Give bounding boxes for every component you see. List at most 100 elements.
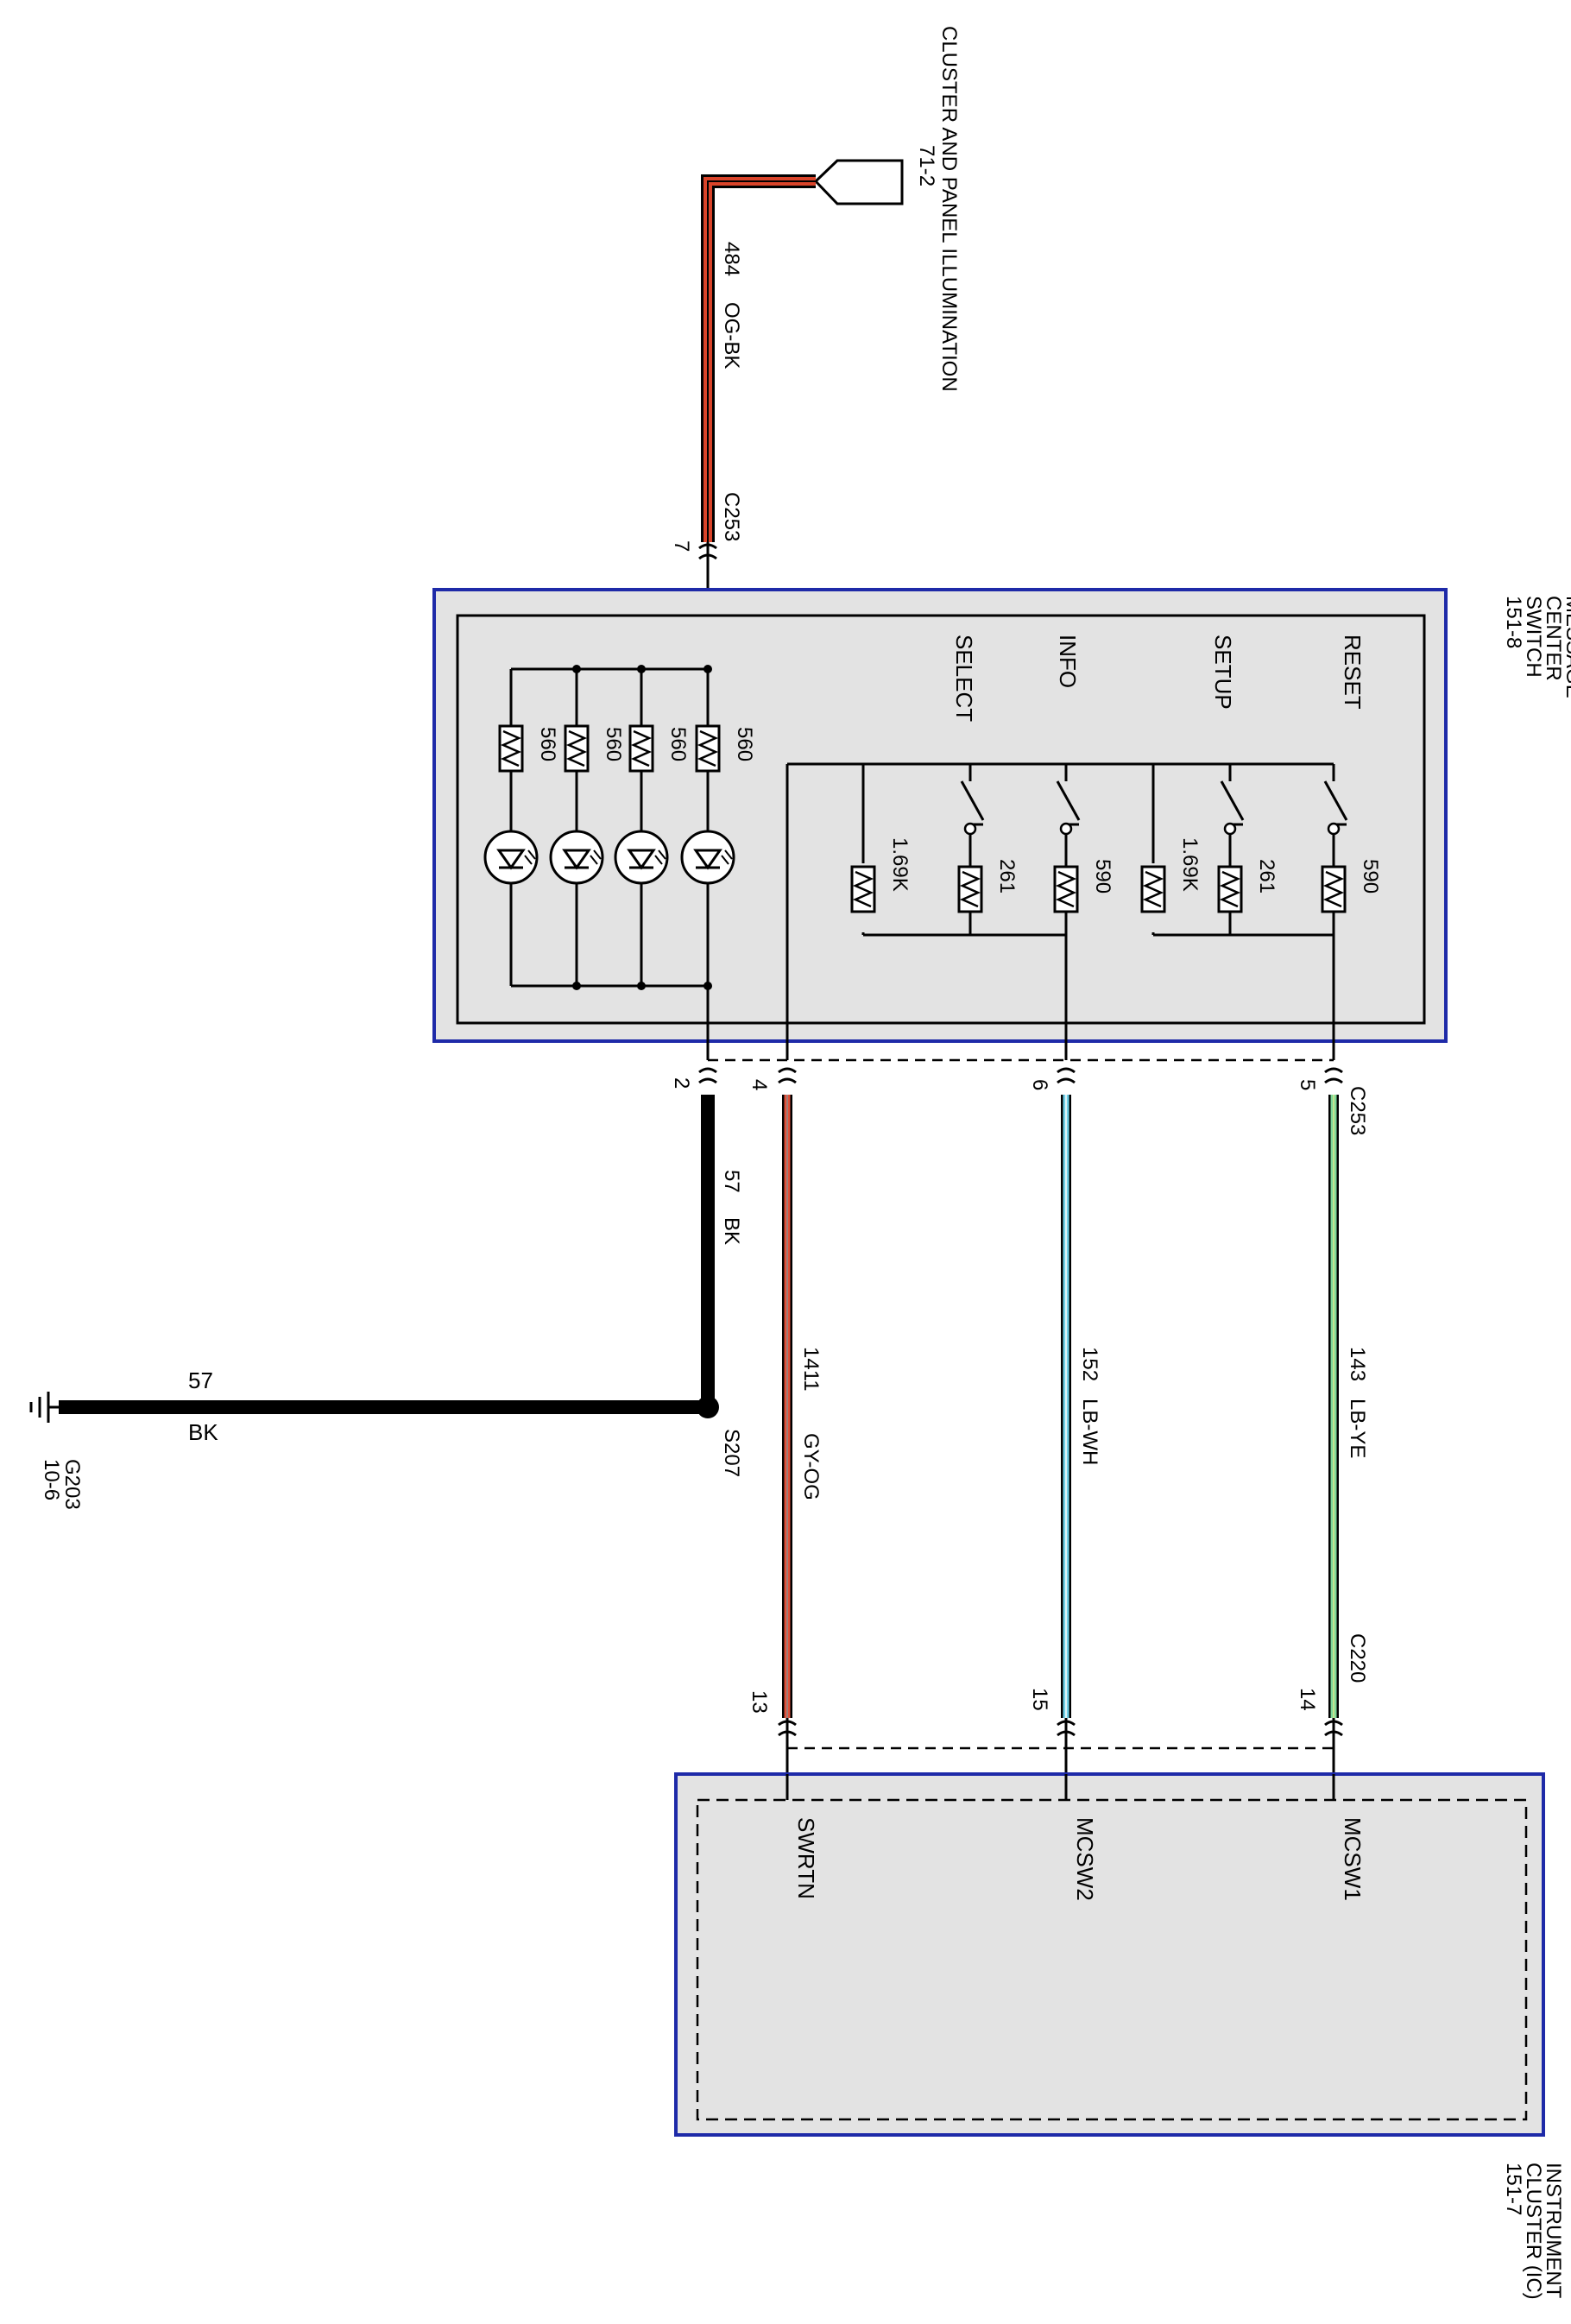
- wire-57-run-color: BK: [188, 1419, 218, 1445]
- connector-c220-label: C220: [1346, 1633, 1369, 1683]
- button-setup-label: SETUP: [1210, 635, 1236, 710]
- junction-dot-icon: [572, 982, 581, 990]
- instrument-cluster: SWRTN MCSW2 MCSW1 INSTRUMENT CLUSTER (IC…: [674, 1772, 1565, 2300]
- wire-152-number: 152: [1078, 1347, 1101, 1381]
- wire-57-run-number: 57: [188, 1367, 213, 1393]
- connector-c253-bottom: 2 4 6 5 C253: [670, 1058, 1369, 1135]
- button-info-label: INFO: [1055, 635, 1081, 688]
- junction-dot-icon: [703, 982, 712, 990]
- resistor-261-label: 261: [1255, 859, 1278, 894]
- pin-4-label: 4: [748, 1079, 771, 1090]
- resistor-icon: [695, 724, 721, 773]
- setup-switch-icon: [1223, 822, 1237, 836]
- cluster-pin-swrtn: SWRTN: [793, 1817, 819, 1899]
- wire-143-number: 143: [1346, 1347, 1369, 1381]
- resistor-261-label: 261: [995, 859, 1019, 894]
- select-switch-icon: [963, 822, 977, 836]
- ground-g203: G203 10-6: [29, 1392, 84, 1510]
- pin-14-label: 14: [1296, 1688, 1319, 1711]
- wire-57-number: 57: [720, 1170, 743, 1193]
- cluster-pin-mcsw1: MCSW1: [1340, 1817, 1366, 1901]
- resistor-590-label: 590: [1359, 859, 1382, 894]
- wire-1411-number: 1411: [799, 1347, 823, 1392]
- ground-icon: [29, 1392, 59, 1423]
- pin-connector-icon: [1056, 1067, 1076, 1084]
- resistor-ladder-right: 590 261 1.69K: [1140, 833, 1382, 913]
- junction-dot-icon: [637, 982, 646, 990]
- wire-152-color: LB-WH: [1078, 1399, 1101, 1465]
- cluster-ref: 151-7: [1502, 2163, 1525, 2215]
- wire-152: 152 LB-WH: [1061, 1095, 1101, 1718]
- switch-title-line3: SWITCH: [1522, 596, 1545, 678]
- pin-connector-icon: [777, 1067, 798, 1084]
- wire-143: 143 LB-YE C220: [1328, 1095, 1369, 1718]
- led-icon: [680, 830, 735, 885]
- resistor-icon: [1053, 865, 1079, 913]
- reset-switch-icon: [1327, 822, 1341, 836]
- led-resistor-label: 560: [733, 727, 756, 761]
- ground-g203-label: G203: [60, 1459, 84, 1510]
- led-network: 560 560 560 560: [483, 665, 756, 1060]
- wire-1411-color: GY-OG: [799, 1433, 823, 1500]
- resistor-icon: [498, 724, 524, 773]
- switch-title-line1: MESSAGE: [1562, 596, 1571, 698]
- switch-ref: 151-8: [1502, 596, 1525, 648]
- resistor-icon: [564, 724, 590, 773]
- message-center-switch: MESSAGE CENTER SWITCH 151-8 RESET SETUP …: [432, 588, 1571, 1060]
- switch-module-inner: [456, 614, 1426, 1025]
- pin-7-label: 7: [670, 540, 693, 552]
- pin-6-label: 6: [1028, 1079, 1051, 1090]
- connector-flag-icon: [813, 159, 904, 205]
- resistor-169k-label: 1.69K: [888, 837, 912, 892]
- connector-c253-top-label: C253: [720, 492, 743, 541]
- pin-2-label: 2: [670, 1077, 693, 1089]
- connector-c253-bottom-label: C253: [1346, 1086, 1369, 1135]
- resistor-590-label: 590: [1091, 859, 1114, 894]
- wire-57-vertical: 57 BK S207: [697, 1095, 743, 1477]
- led-resistor-label: 560: [602, 727, 625, 761]
- pin-connector-icon: [697, 1067, 718, 1084]
- cluster-title-line2: CLUSTER (IC): [1522, 2163, 1545, 2300]
- resistor-169k-label: 1.69K: [1178, 837, 1202, 892]
- wire-57-color: BK: [720, 1217, 743, 1245]
- resistor-icon: [1321, 865, 1347, 913]
- led-icon: [549, 830, 604, 885]
- pin-5-label: 5: [1296, 1079, 1319, 1090]
- wire-484: 484 OG-BK C253 7: [670, 174, 816, 672]
- led-icon: [483, 830, 539, 885]
- wire-1411: 1411 GY-OG: [782, 1095, 823, 1718]
- pin-15-label: 15: [1028, 1688, 1051, 1711]
- resistor-icon: [1217, 865, 1243, 913]
- junction-dot-icon: [703, 665, 712, 673]
- illumination-connector: CLUSTER AND PANEL ILLUMINATION 71-2: [813, 26, 961, 392]
- button-select-label: SELECT: [951, 635, 977, 722]
- cluster-module-box: [674, 1772, 1545, 2137]
- wire-484-color: OG-BK: [720, 302, 743, 369]
- illumination-title: CLUSTER AND PANEL ILLUMINATION: [937, 26, 961, 392]
- wire-484-number: 484: [720, 242, 743, 276]
- led-resistor-label: 560: [666, 727, 690, 761]
- wire-143-color: LB-YE: [1346, 1399, 1369, 1458]
- cluster-pin-mcsw2: MCSW2: [1072, 1817, 1098, 1901]
- splice-s207-label: S207: [720, 1429, 743, 1477]
- switch-title-line2: CENTER: [1542, 596, 1565, 681]
- junction-dot-icon: [572, 665, 581, 673]
- illumination-ref: 71-2: [915, 145, 938, 186]
- cluster-title-line1: INSTRUMENT: [1542, 2163, 1565, 2299]
- pin-13-label: 13: [748, 1690, 771, 1714]
- junction-dot-icon: [637, 665, 646, 673]
- wire-57-horizontal: 57 BK: [59, 1367, 708, 1445]
- ground-g203-ref: 10-6: [40, 1459, 63, 1500]
- info-switch-icon: [1059, 822, 1073, 836]
- cluster-module-inner: [696, 1798, 1528, 2121]
- resistor-ladder-left: 590 261 1.69K: [850, 833, 1114, 913]
- resistor-icon: [850, 865, 876, 913]
- button-reset-label: RESET: [1340, 635, 1366, 710]
- led-icon: [614, 830, 669, 885]
- resistor-icon: [1140, 865, 1166, 913]
- pin-connector-icon: [1323, 1067, 1344, 1084]
- resistor-icon: [628, 724, 654, 773]
- led-resistor-label: 560: [536, 727, 559, 761]
- resistor-icon: [957, 865, 983, 913]
